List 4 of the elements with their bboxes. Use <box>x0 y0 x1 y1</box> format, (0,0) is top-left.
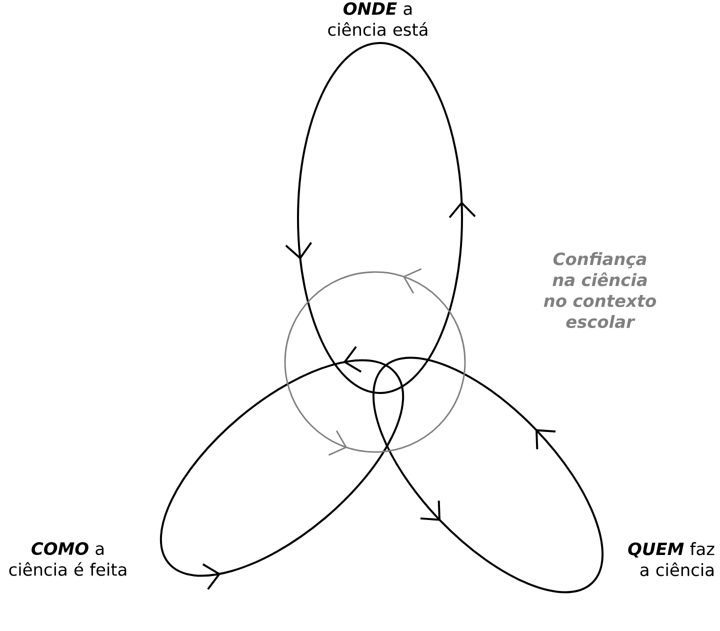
loop-label: ONDE a ciência está <box>328 2 428 36</box>
loop-label: QUEM faz a ciência <box>628 542 714 576</box>
loop-label: COMO a ciência é feita <box>9 542 126 576</box>
center-label: Confiança na ciência no contexto escolar <box>544 252 656 328</box>
